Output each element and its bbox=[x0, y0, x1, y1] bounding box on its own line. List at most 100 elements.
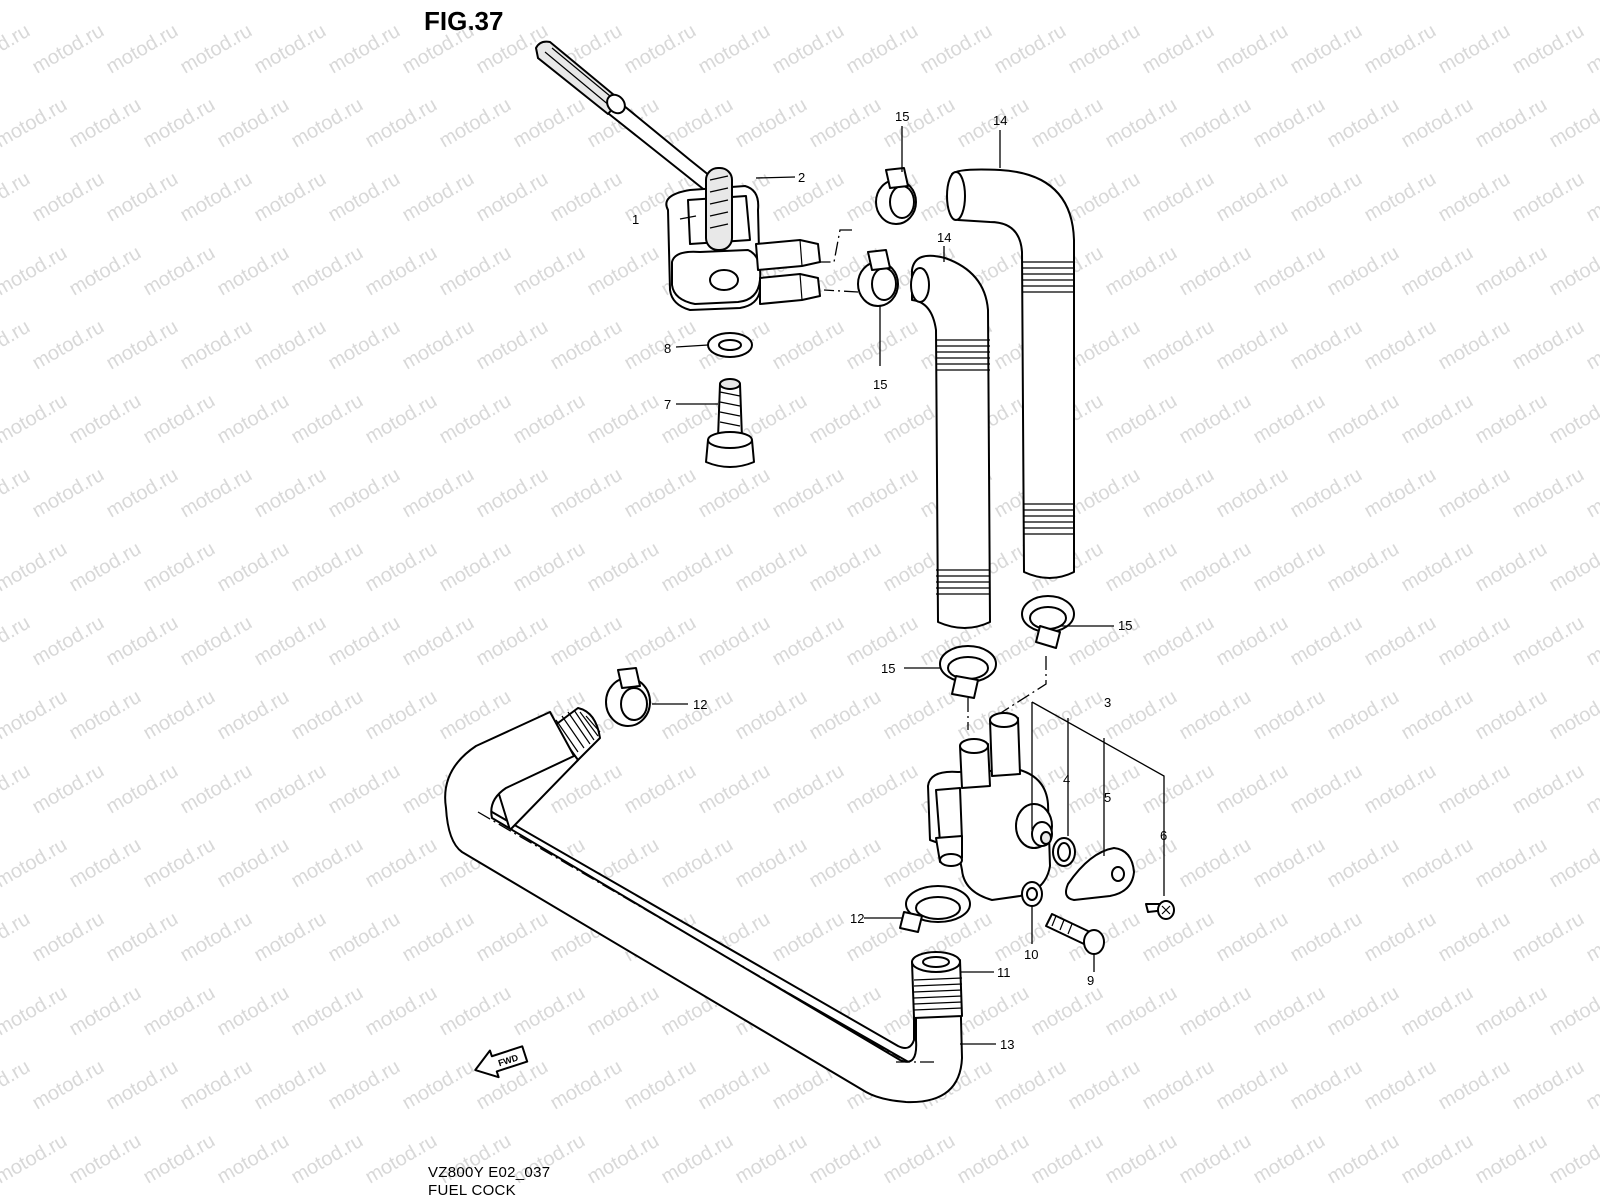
watermark-text: motod.ru bbox=[547, 168, 626, 227]
watermark-text: motod.ru bbox=[1546, 1130, 1600, 1189]
o-ring-4 bbox=[1052, 837, 1076, 867]
watermark-text: motod.ru bbox=[1287, 908, 1366, 967]
assembly-line-upper-1 bbox=[820, 229, 852, 263]
watermark-text: motod.ru bbox=[399, 464, 478, 523]
watermark-text: motod.ru bbox=[0, 612, 34, 671]
callout-14a: 14 bbox=[993, 113, 1007, 128]
watermark-text: motod.ru bbox=[1176, 0, 1255, 4]
footer-assembly-name: FUEL COCK bbox=[428, 1182, 516, 1199]
watermark-text: motod.ru bbox=[954, 1130, 1033, 1189]
watermark-text: motod.ru bbox=[103, 316, 182, 375]
watermark-text: motod.ru bbox=[621, 1056, 700, 1115]
watermark-text: motod.ru bbox=[0, 1130, 71, 1189]
watermark-text: motod.ru bbox=[214, 982, 293, 1041]
watermark-text: motod.ru bbox=[0, 1056, 34, 1115]
watermark-text: motod.ru bbox=[1583, 20, 1600, 79]
watermark-text: motod.ru bbox=[1139, 908, 1218, 967]
footer-model-code: VZ800Y E02_037 bbox=[428, 1164, 551, 1181]
callout-5: 5 bbox=[1104, 790, 1111, 805]
watermark-text: motod.ru bbox=[0, 390, 71, 449]
watermark-text: motod.ru bbox=[1250, 538, 1329, 597]
watermark-text: motod.ru bbox=[510, 390, 589, 449]
watermark-text: motod.ru bbox=[103, 908, 182, 967]
watermark-text: motod.ru bbox=[0, 94, 71, 153]
watermark-text: motod.ru bbox=[0, 316, 34, 375]
watermark-text: motod.ru bbox=[214, 538, 293, 597]
watermark-text: motod.ru bbox=[473, 316, 552, 375]
watermark-text: motod.ru bbox=[1213, 612, 1292, 671]
callout-13: 13 bbox=[1000, 1037, 1014, 1052]
figure-title: FIG.37 bbox=[424, 6, 504, 36]
callout-3: 3 bbox=[1104, 695, 1111, 710]
watermark-text: motod.ru bbox=[362, 242, 441, 301]
callout-7: 7 bbox=[664, 397, 671, 412]
watermark-text: motod.ru bbox=[1102, 982, 1181, 1041]
watermark-text: motod.ru bbox=[362, 538, 441, 597]
callout-12b: 12 bbox=[850, 911, 864, 926]
watermark-text: motod.ru bbox=[66, 538, 145, 597]
watermark-text: motod.ru bbox=[1176, 982, 1255, 1041]
watermark-text: motod.ru bbox=[1435, 316, 1514, 375]
watermark-text: motod.ru bbox=[177, 908, 256, 967]
watermark-text: motod.ru bbox=[288, 1130, 367, 1189]
watermark-text: motod.ru bbox=[399, 908, 478, 967]
watermark-text: motod.ru bbox=[769, 20, 848, 79]
lever-5 bbox=[1065, 847, 1135, 901]
watermark-text: motod.ru bbox=[399, 316, 478, 375]
watermark-text: motod.ru bbox=[1213, 908, 1292, 967]
hose-clamp-12-upper bbox=[605, 667, 651, 727]
watermark-text: motod.ru bbox=[177, 760, 256, 819]
watermark-text: motod.ru bbox=[214, 242, 293, 301]
watermark-text: motod.ru bbox=[510, 982, 589, 1041]
watermark-text: motod.ru bbox=[584, 390, 663, 449]
watermark-text: motod.ru bbox=[769, 464, 848, 523]
watermark-text: motod.ru bbox=[1213, 316, 1292, 375]
watermark-text: motod.ru bbox=[1028, 94, 1107, 153]
callout-labels: 1 2 8 7 15 15 14 14 15 15 12 12 11 13 3 … bbox=[632, 109, 1167, 1052]
watermark-text: motod.ru bbox=[1324, 94, 1403, 153]
watermark-text: motod.ru bbox=[1361, 20, 1440, 79]
screw-6 bbox=[1145, 900, 1175, 920]
callout-15c: 15 bbox=[1118, 618, 1132, 633]
watermark-text: motod.ru bbox=[1361, 1056, 1440, 1115]
watermark-text: motod.ru bbox=[806, 1130, 885, 1189]
watermark-text: motod.ru bbox=[769, 612, 848, 671]
watermark-text: motod.ru bbox=[140, 1130, 219, 1189]
watermark-text: motod.ru bbox=[1176, 538, 1255, 597]
watermark-text: motod.ru bbox=[177, 316, 256, 375]
watermark-text: motod.ru bbox=[1398, 390, 1477, 449]
watermark-text: motod.ru bbox=[66, 94, 145, 153]
watermark-text: motod.ru bbox=[1324, 538, 1403, 597]
watermark-text: motod.ru bbox=[251, 464, 330, 523]
watermark-text: motod.ru bbox=[732, 686, 811, 745]
watermark-text: motod.ru bbox=[325, 612, 404, 671]
watermark-text: motod.ru bbox=[1287, 464, 1366, 523]
watermark-text: motod.ru bbox=[621, 464, 700, 523]
watermark-text: motod.ru bbox=[1102, 390, 1181, 449]
callout-8: 8 bbox=[664, 341, 671, 356]
watermark-text: motod.ru bbox=[1398, 94, 1477, 153]
watermark-text: motod.ru bbox=[436, 390, 515, 449]
watermark-text: motod.ru bbox=[510, 94, 589, 153]
watermark-text: motod.ru bbox=[1176, 686, 1255, 745]
watermark-text: motod.ru bbox=[251, 20, 330, 79]
watermark-text: motod.ru bbox=[140, 0, 219, 4]
watermark-text: motod.ru bbox=[288, 834, 367, 893]
watermark-text: motod.ru bbox=[695, 760, 774, 819]
watermark-text: motod.ru bbox=[1213, 20, 1292, 79]
callout-6: 6 bbox=[1160, 828, 1167, 843]
watermark-text: motod.ru bbox=[954, 982, 1033, 1041]
watermark-text: motod.ru bbox=[140, 538, 219, 597]
watermark-text: motod.ru bbox=[0, 982, 71, 1041]
watermark-text: motod.ru bbox=[880, 94, 959, 153]
watermark-text: motod.ru bbox=[29, 168, 108, 227]
watermark-text: motod.ru bbox=[1176, 94, 1255, 153]
watermark-text: motod.ru bbox=[917, 20, 996, 79]
watermark-text: motod.ru bbox=[510, 242, 589, 301]
watermark-text: motod.ru bbox=[1435, 464, 1514, 523]
watermark-text: motod.ru bbox=[695, 1056, 774, 1115]
watermark-text: motod.ru bbox=[1472, 94, 1551, 153]
watermark-text: motod.ru bbox=[325, 168, 404, 227]
watermark-text: motod.ru bbox=[1287, 316, 1366, 375]
washer-8 bbox=[707, 332, 753, 358]
